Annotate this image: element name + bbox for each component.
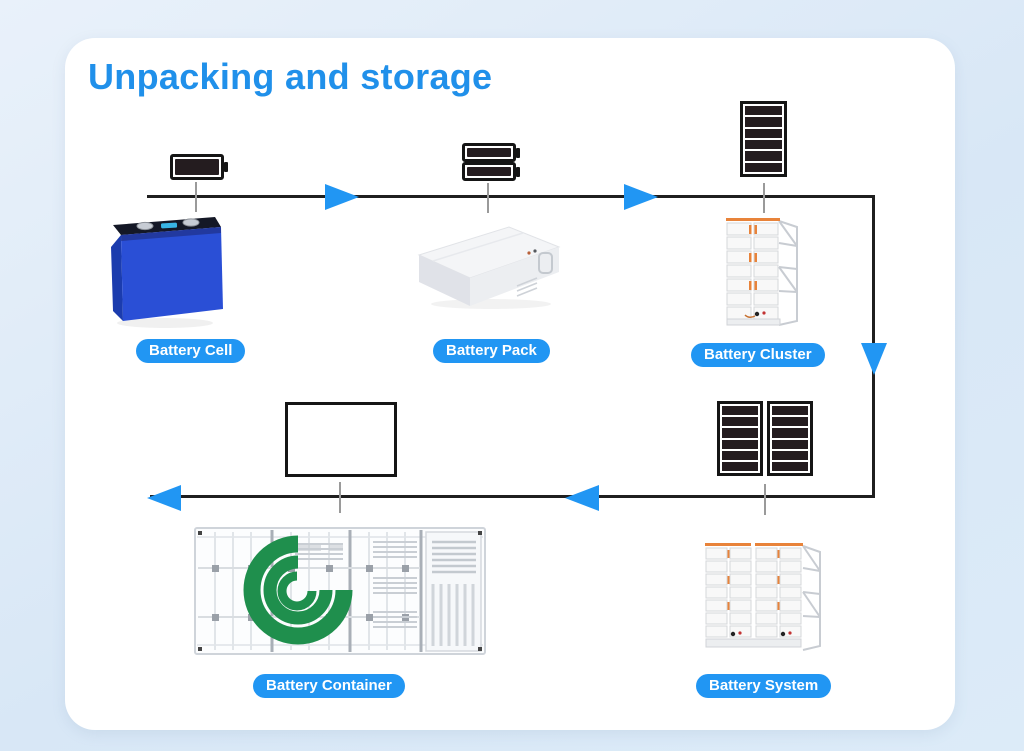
double-battery-icon (462, 143, 516, 162)
single-battery-icon (170, 154, 224, 180)
battery-cluster-image (726, 218, 798, 326)
battery-cell-image (111, 217, 223, 328)
connector-tick (763, 183, 765, 213)
flow-line-top (147, 195, 875, 198)
battery-pack-image (417, 226, 561, 309)
container-logo (243, 535, 353, 645)
double-battery-stack-icon (717, 401, 763, 476)
battery-system-label: Battery System (696, 674, 832, 698)
battery-container-label: Battery Container (253, 674, 405, 698)
battery-pack-label: Battery Pack (433, 339, 550, 363)
arrow-right-icon (325, 184, 359, 210)
arrow-down-icon (861, 343, 887, 375)
empty-box-icon (285, 402, 397, 477)
battery-cell-label: Battery Cell (136, 339, 246, 363)
arrow-right-icon (624, 184, 658, 210)
connector-tick (339, 482, 341, 513)
page-title: Unpacking and storage (88, 56, 493, 97)
battery-stack-icon (740, 101, 787, 177)
double-battery-stack-icon (767, 401, 813, 476)
battery-cluster-label: Battery Cluster (691, 343, 825, 367)
connector-tick (195, 182, 197, 212)
battery-container-image (194, 527, 486, 655)
flow-line-bottom (150, 495, 875, 498)
battery-system-image (705, 543, 821, 651)
connector-tick (487, 183, 489, 213)
arrow-left-icon (565, 485, 599, 511)
connector-tick (764, 484, 766, 515)
double-battery-icon (462, 162, 516, 181)
arrow-left-icon (147, 485, 181, 511)
